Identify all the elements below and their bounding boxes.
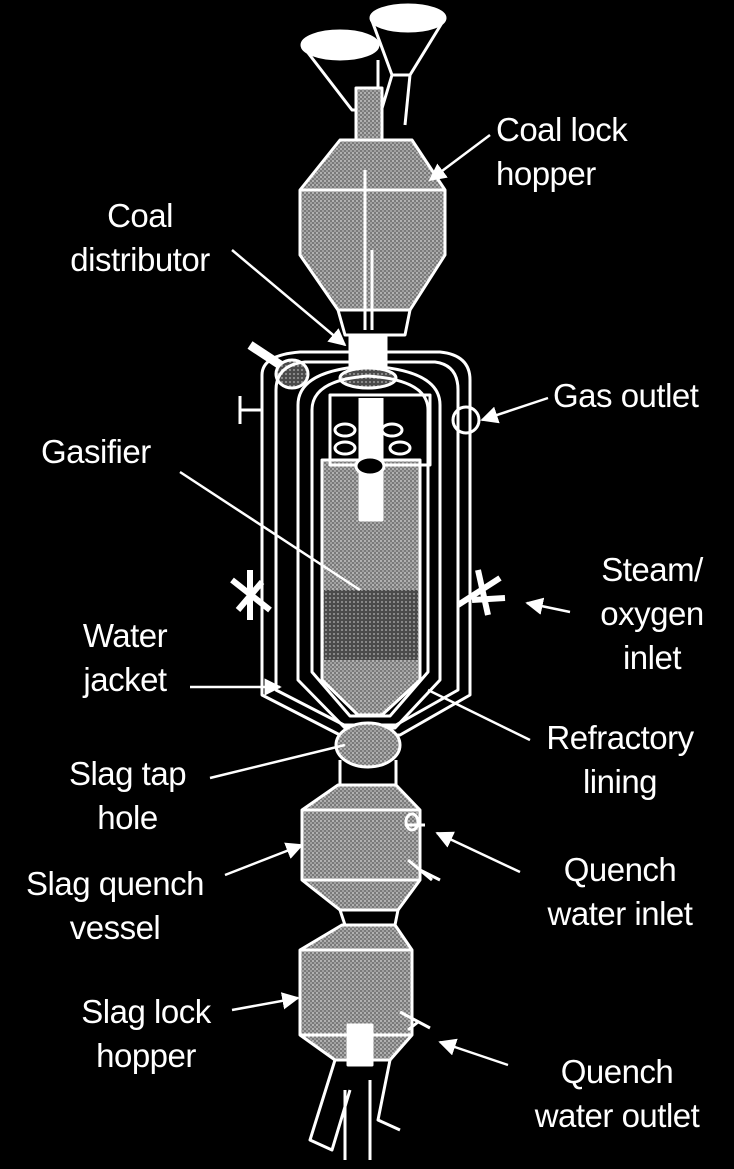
leader-arrows [179,134,571,1067]
label-water-jacket: Water jacket [82,617,168,698]
label-gas-outlet: Gas outlet [553,377,699,414]
arrow-gas-outlet [480,396,549,424]
arrow-quench-water-outlet [438,1038,509,1067]
label-coal-lock-hopper: Coal lock hopper [496,111,628,192]
label-slag-lock-hopper: Slag lock hopper [81,993,211,1074]
arrow-quench-water-inlet [435,831,521,874]
gasifier-vessel [296,364,442,730]
label-slag-tap-hole: Slag tap hole [68,755,187,836]
arrow-coal-lock-hopper [428,134,491,182]
gas-outlet [451,395,481,445]
label-gasifier: Gasifier [41,433,151,470]
label-quench-water-outlet: Quench water outlet [534,1053,700,1134]
steam-oxygen-inlets [230,569,506,620]
arrow-steam-oxygen-inlet [525,597,571,615]
coal-lock-hopper [298,138,447,337]
label-slag-quench-vessel: Slag quench vessel [26,865,204,946]
arrow-coal-distributor [231,249,347,347]
slag-lock-hopper [298,909,431,1160]
slag-quench-vessel [300,783,441,912]
water-jacket [238,350,472,737]
arrow-slag-quench-vessel [224,842,304,877]
label-steam-oxygen-inlet: Steam/ oxygen inlet [600,551,704,676]
arrow-refractory-lining [427,688,531,742]
arrow-gasifier [179,470,361,592]
slag-tap-hole [334,721,402,785]
label-coal-distributor: Coal distributor [70,197,210,278]
label-refractory-lining: Refractory lining [546,719,694,800]
label-quench-water-inlet: Quench water inlet [547,851,693,932]
arrow-slag-lock-hopper [231,992,300,1012]
arrow-slag-tap-hole [209,743,346,780]
